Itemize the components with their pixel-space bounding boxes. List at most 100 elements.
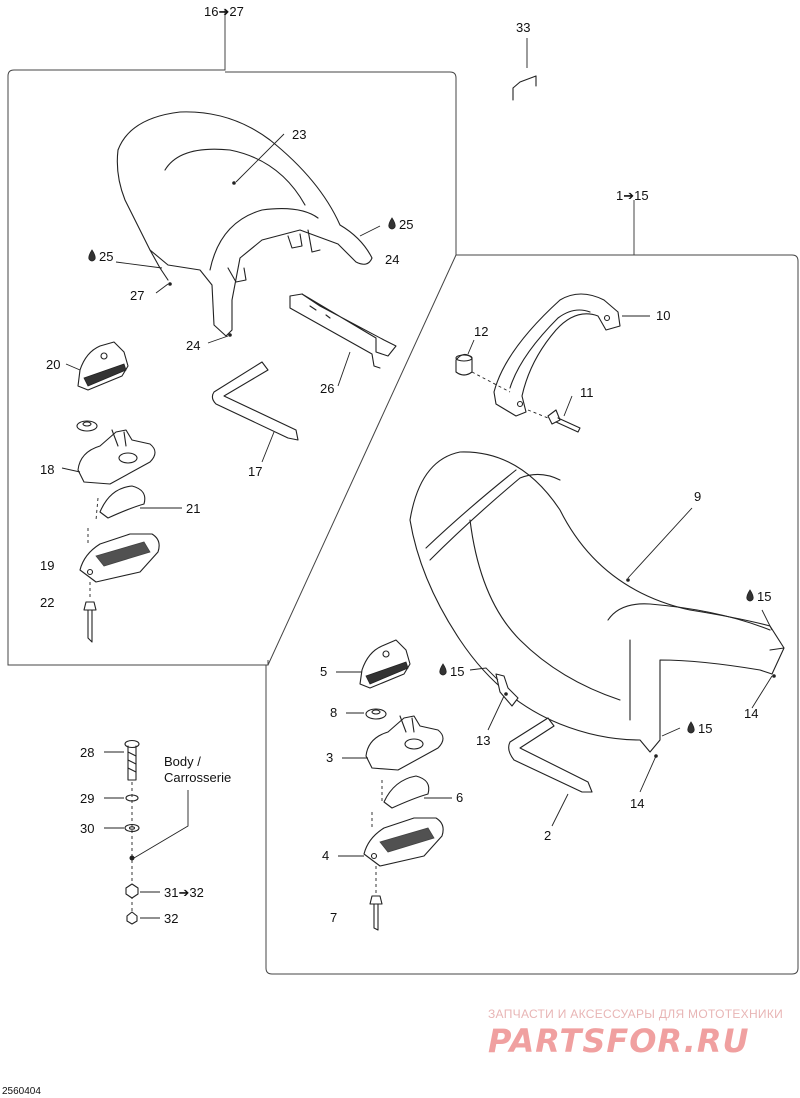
callout-3: 3	[326, 750, 333, 765]
part-22-rivet	[83, 601, 97, 643]
grease-drop-icon	[88, 249, 96, 262]
part-3-base-plate	[365, 715, 444, 771]
callout-5: 5	[320, 664, 327, 679]
grease-drop-icon	[746, 589, 754, 602]
leader-12	[467, 339, 475, 355]
callout-29: 29	[80, 791, 94, 806]
body-label-line2: Carrosserie	[164, 770, 231, 785]
leader-20	[65, 363, 81, 371]
part-5-latch	[359, 639, 411, 689]
callout-17: 17	[248, 464, 262, 479]
part-8-washer	[365, 708, 387, 720]
part-26-bracket	[289, 293, 397, 369]
upper-left-group-frame	[7, 10, 457, 666]
leader-14-right	[751, 675, 773, 709]
callout-12: 12	[474, 324, 488, 339]
watermark-subtitle: ЗАПЧАСТИ И АКСЕССУАРЫ ДЛЯ МОТОТЕХНИКИ	[488, 1007, 783, 1021]
callout-13: 13	[476, 733, 490, 748]
leader-2	[551, 793, 569, 827]
part-20-latch	[77, 341, 129, 391]
right-group-frame	[265, 200, 799, 975]
part-7-rivet	[369, 895, 383, 931]
callout-25: 25	[99, 249, 113, 264]
leader-9	[627, 507, 693, 579]
leader-14-bottom	[639, 755, 657, 793]
group-label-right: 1➔15	[616, 188, 649, 203]
callout-6: 6	[456, 790, 463, 805]
grease-drop-icon	[687, 721, 695, 734]
callout-23: 23	[292, 127, 306, 142]
callout-32: 32	[164, 911, 178, 926]
callout-19: 19	[40, 558, 54, 573]
leader-15-left	[469, 667, 499, 681]
part-4-lower-plate	[363, 817, 444, 867]
callout-33: 33	[516, 20, 530, 35]
watermark-brand: PARTSFOR.RU	[488, 1022, 749, 1060]
part-21-loop	[99, 485, 146, 519]
leader-15-bottom	[661, 727, 681, 737]
callout-15: 15	[450, 664, 464, 679]
part-18-base-plate	[76, 420, 156, 485]
callout-4: 4	[322, 848, 329, 863]
leader-24-top	[359, 225, 381, 237]
callout-14: 14	[744, 706, 758, 721]
callout-10: 10	[656, 308, 670, 323]
grease-drop-icon	[439, 663, 447, 676]
part-6-loop	[383, 775, 430, 809]
leader-27	[155, 283, 169, 294]
callout-26: 26	[320, 381, 334, 396]
leader-18	[61, 467, 81, 473]
part-12-grommet	[455, 353, 473, 376]
callout-30: 30	[80, 821, 94, 836]
part-33-clip	[512, 75, 537, 101]
leader-13	[487, 695, 505, 731]
callout-14: 14	[630, 796, 644, 811]
callout-20: 20	[46, 357, 60, 372]
callout-8: 8	[330, 705, 337, 720]
leader-dash-21	[95, 497, 99, 521]
part-17-hex-key	[211, 361, 299, 441]
callout-15: 15	[698, 721, 712, 736]
callout-9: 9	[694, 489, 701, 504]
body-label-line1: Body /	[164, 754, 201, 769]
callout-27: 27	[130, 288, 144, 303]
callout-22: 22	[40, 595, 54, 610]
leader-23	[235, 133, 285, 183]
leader-15-right	[761, 609, 773, 631]
leader-body	[133, 790, 189, 859]
callout-18: 18	[40, 462, 54, 477]
callout-15: 15	[757, 589, 771, 604]
callout-7: 7	[330, 910, 337, 925]
part-11-screw	[547, 409, 581, 433]
part-31-nut	[125, 883, 139, 899]
leader-11	[563, 395, 573, 417]
callout-21: 21	[186, 501, 200, 516]
part-2-hex-key	[508, 717, 593, 793]
part-10-grab-handle	[493, 293, 621, 417]
callout-31: 31➔32	[164, 885, 204, 900]
part-19-lower-plate	[79, 533, 160, 583]
part-13-tab	[495, 673, 519, 707]
body-point	[129, 855, 135, 861]
leader-25-left	[115, 261, 163, 269]
leader-26	[337, 351, 351, 387]
callout-25: 25	[399, 217, 413, 232]
leader-dash-11	[527, 409, 549, 419]
part-32-nut	[126, 911, 138, 925]
leader-24-bottom	[207, 335, 229, 344]
leader-17	[261, 431, 275, 463]
callout-2: 2	[544, 828, 551, 843]
callout-24: 24	[186, 338, 200, 353]
part-9-seat	[409, 451, 785, 758]
leader-dash-12	[471, 371, 511, 393]
callout-24: 24	[385, 252, 399, 267]
drawing-reference: 2560404	[2, 1086, 41, 1097]
part-23-rear-cowl	[116, 111, 373, 337]
part-28-bolt	[124, 739, 140, 781]
group-label-upper: 16➔27	[204, 4, 244, 19]
callout-11: 11	[580, 385, 594, 400]
callout-28: 28	[80, 745, 94, 760]
grease-drop-icon	[388, 217, 396, 230]
